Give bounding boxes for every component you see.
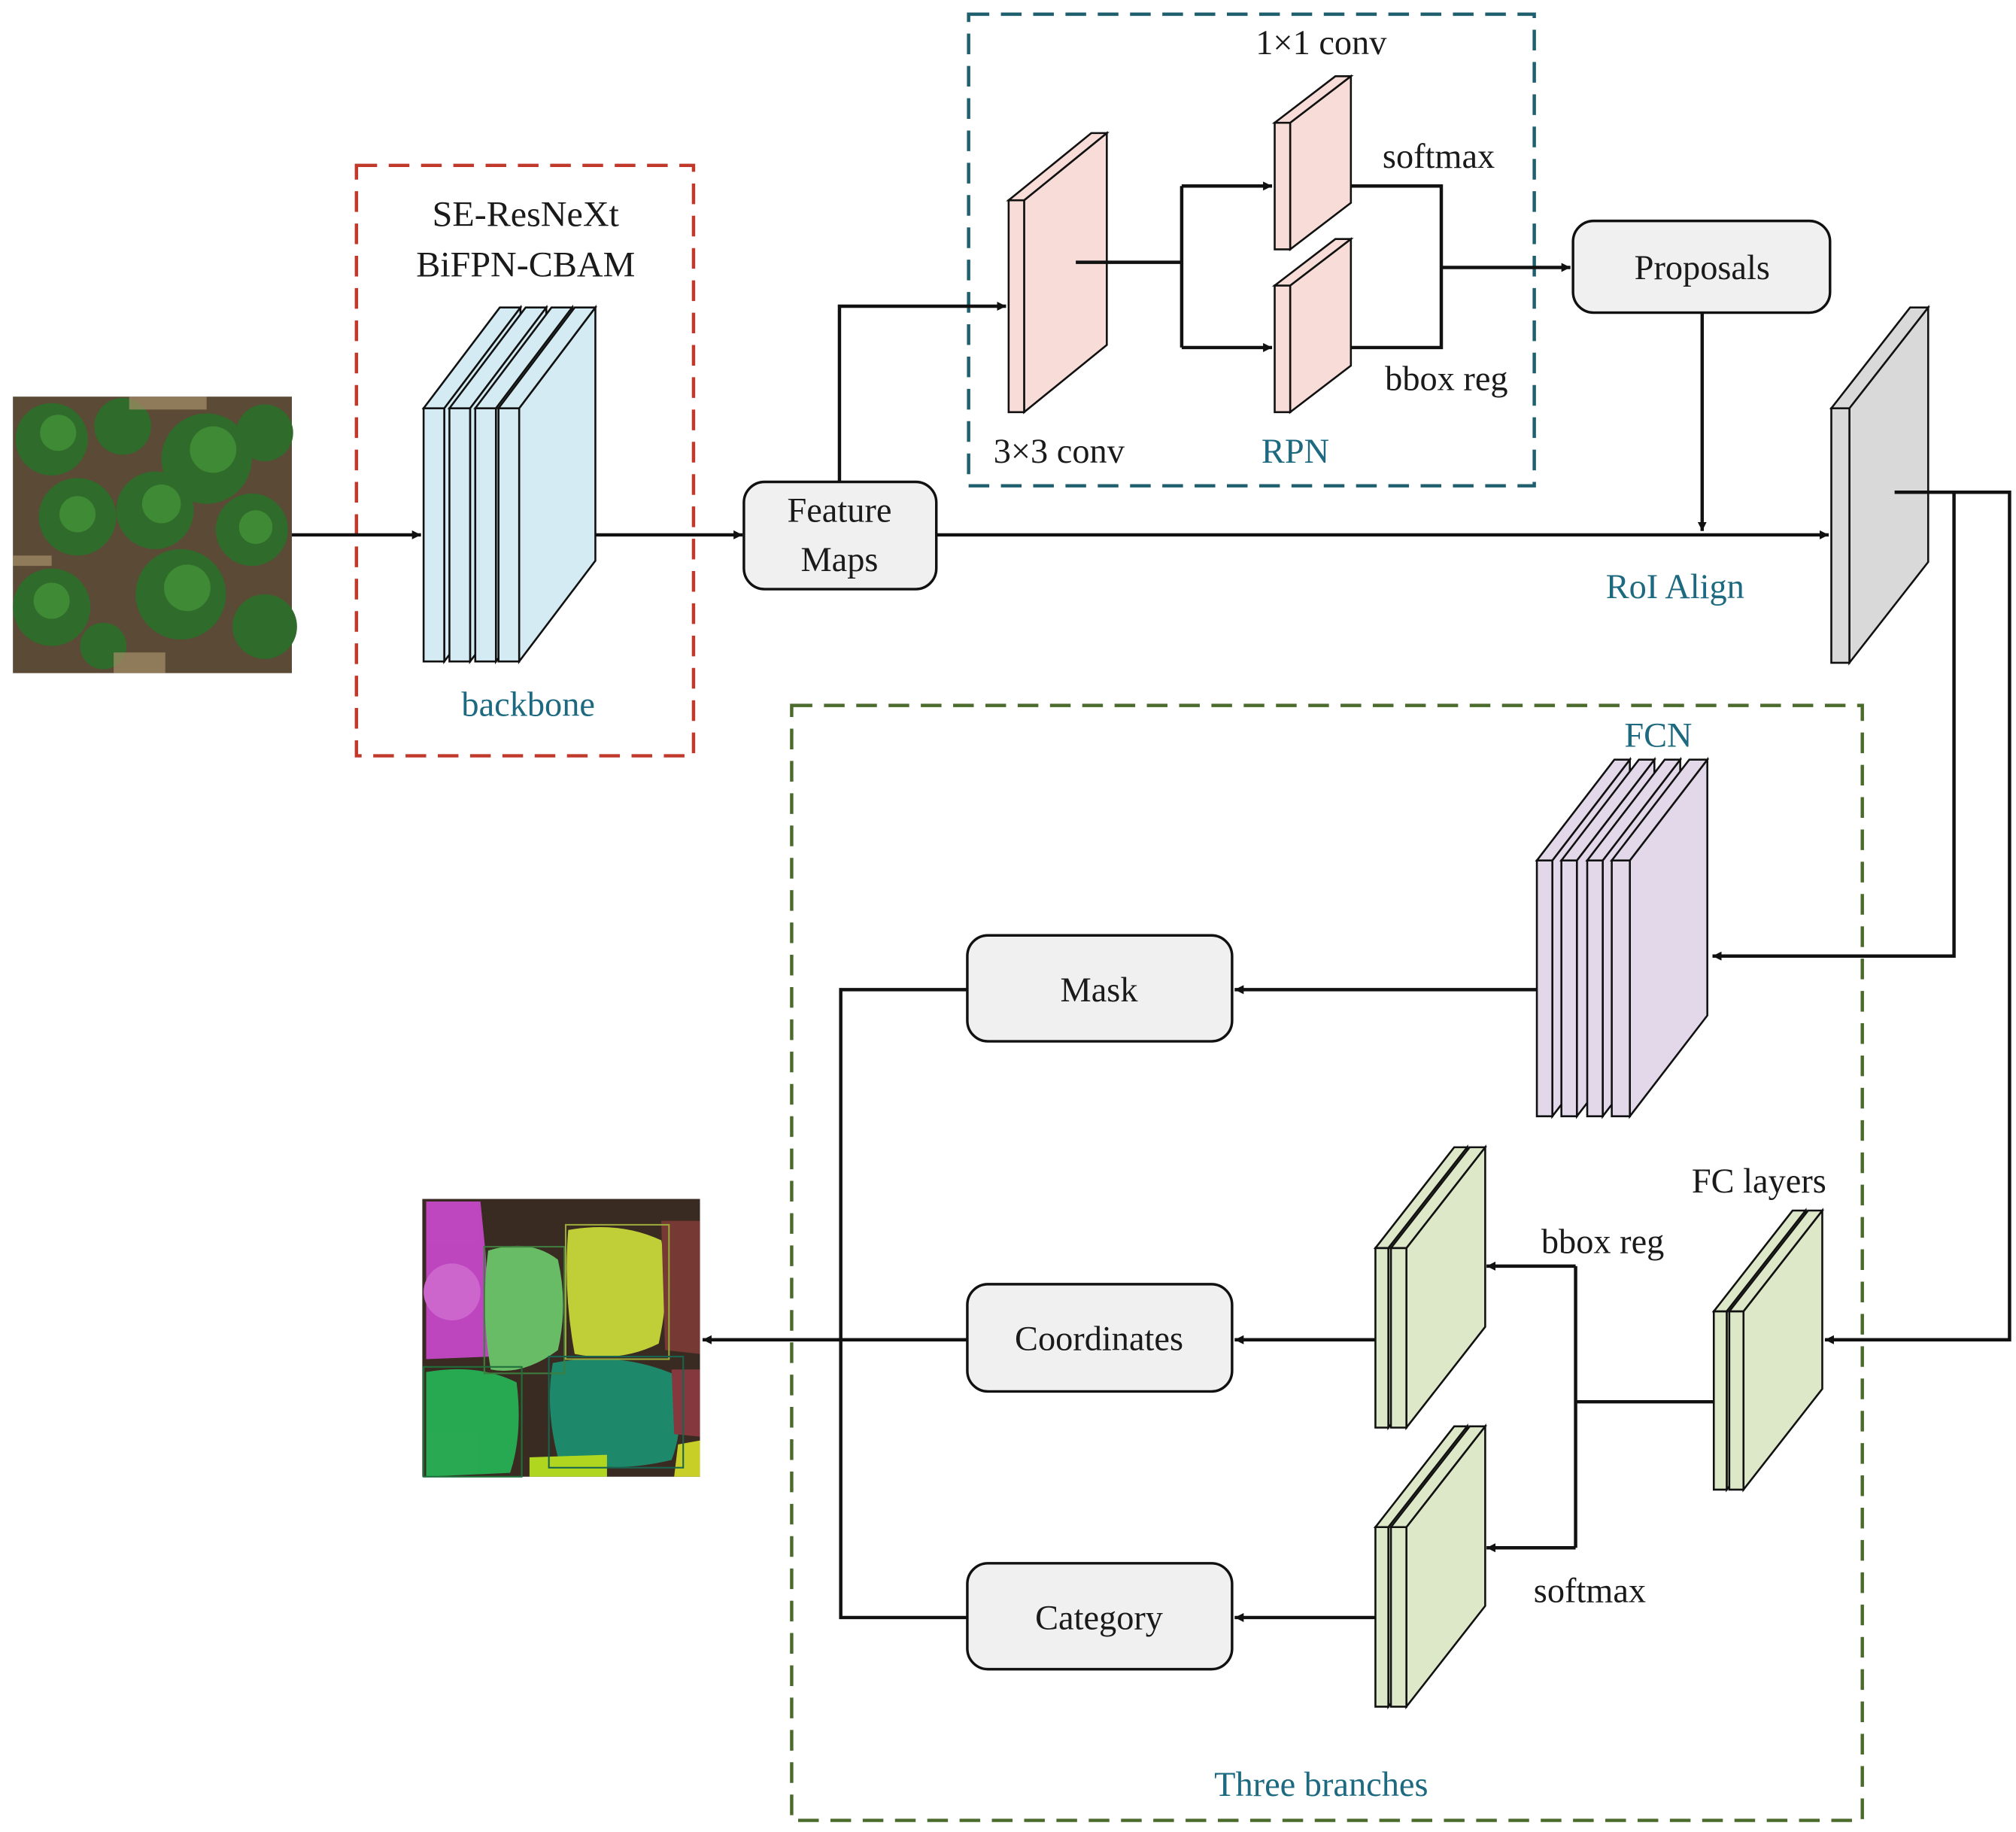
arrow-roi-fcn — [1712, 492, 1956, 961]
rpn-conv3-label: 3×3 conv — [994, 433, 1125, 471]
proposals-label: Proposals — [1635, 249, 1770, 287]
fcn-layer — [1610, 756, 1710, 1120]
branch-bbox-reg-label: bbox reg — [1541, 1223, 1664, 1262]
backbone-title-line2: BiFPN-CBAM — [416, 245, 635, 284]
backbone-region — [354, 163, 696, 758]
fc-layers-label: FC layers — [1692, 1162, 1826, 1201]
proposals-box: Proposals — [1571, 219, 1832, 314]
backbone-layers — [421, 304, 598, 665]
coordinates-box: Coordinates — [966, 1283, 1234, 1393]
bbox-reg-layers — [1373, 1144, 1488, 1431]
output-image — [422, 1199, 700, 1478]
rpn-label: RPN — [1262, 433, 1329, 471]
rpn-softmax-label: softmax — [1383, 138, 1495, 176]
fcn-layers — [1535, 756, 1710, 1120]
coordinates-label: Coordinates — [1015, 1320, 1183, 1358]
three-branches-label: Three branches — [1214, 1766, 1428, 1804]
branch-softmax-label: softmax — [1534, 1572, 1646, 1610]
roi-layer — [1829, 304, 1930, 666]
rpn-conv1-label: 1×1 conv — [1255, 24, 1387, 62]
backbone-layer — [496, 304, 598, 665]
fc-layer — [1727, 1208, 1825, 1493]
arrow-featuremaps-conv3 — [837, 301, 1006, 482]
arrow-roi-fclayers — [1824, 491, 2011, 1344]
backbone-label: backbone — [461, 685, 595, 724]
roi-align-label: RoI Align — [1606, 568, 1744, 606]
feature-maps-line1: Feature — [787, 492, 891, 530]
rpn-reg-layer — [1271, 237, 1354, 415]
softmax-layers — [1373, 1423, 1488, 1710]
rpn-cls-layer — [1271, 74, 1354, 252]
fcn-label: FCN — [1624, 717, 1692, 755]
feature-maps-line2: Maps — [800, 541, 878, 579]
bbox-reg-layer — [1389, 1144, 1488, 1431]
rpn-bbox-reg-label: bbox reg — [1385, 360, 1507, 399]
branches-region — [790, 703, 1864, 1822]
rpn-conv3-layer — [1006, 131, 1110, 415]
mask-box: Mask — [966, 934, 1234, 1043]
backbone-title-line1: SE-ResNeXt — [433, 195, 620, 235]
fc-layers — [1711, 1208, 1825, 1493]
category-label: Category — [1035, 1599, 1163, 1637]
feature-maps-box: Feature Maps — [742, 480, 938, 591]
softmax-layer — [1389, 1423, 1488, 1710]
category-box: Category — [966, 1562, 1234, 1671]
rpn-merge-line — [1350, 184, 1444, 350]
output-merge-line — [839, 988, 967, 1620]
input-image — [13, 396, 297, 673]
mask-label: Mask — [1061, 971, 1139, 1010]
